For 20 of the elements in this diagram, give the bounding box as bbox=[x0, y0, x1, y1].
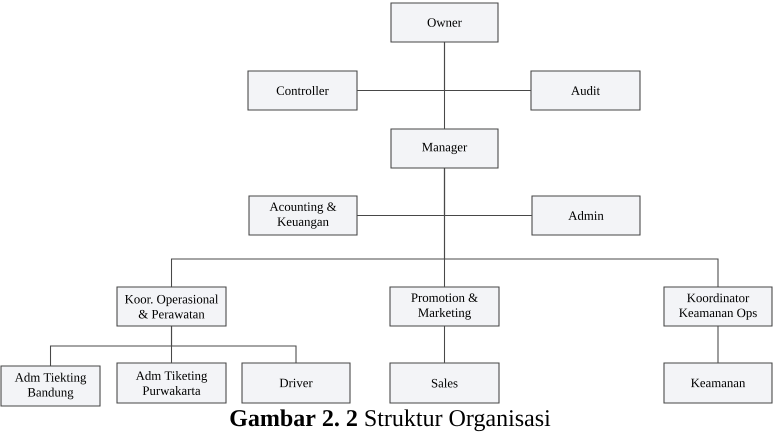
connector-line bbox=[444, 168, 719, 286]
connector-line bbox=[170, 326, 297, 362]
position-box: Koor. Operasional & Perawatan bbox=[116, 286, 227, 327]
position-box: Audit bbox=[530, 70, 641, 111]
position-box: Keamanan bbox=[663, 362, 773, 404]
position-box: Driver bbox=[241, 362, 351, 404]
position-box: Admin bbox=[531, 195, 641, 236]
position-box: Controller bbox=[247, 70, 358, 111]
position-box: Koordinator Keamanan Ops bbox=[663, 286, 773, 327]
connector-line bbox=[444, 42, 530, 92]
position-box: Manager bbox=[390, 128, 499, 169]
position-box: Acounting & Keuangan bbox=[248, 195, 358, 236]
position-box: Sales bbox=[389, 362, 500, 404]
connector-line bbox=[717, 326, 719, 362]
position-box: Adm Tiekting Bandung bbox=[0, 365, 101, 407]
position-box: Owner bbox=[390, 2, 499, 43]
figure-caption: Gambar 2. 2 Struktur Organisasi bbox=[230, 409, 550, 432]
position-box: Promotion & Marketing bbox=[389, 286, 500, 327]
connector-line bbox=[444, 326, 446, 362]
position-box: Adm Tiketing Purwakarta bbox=[116, 362, 227, 404]
